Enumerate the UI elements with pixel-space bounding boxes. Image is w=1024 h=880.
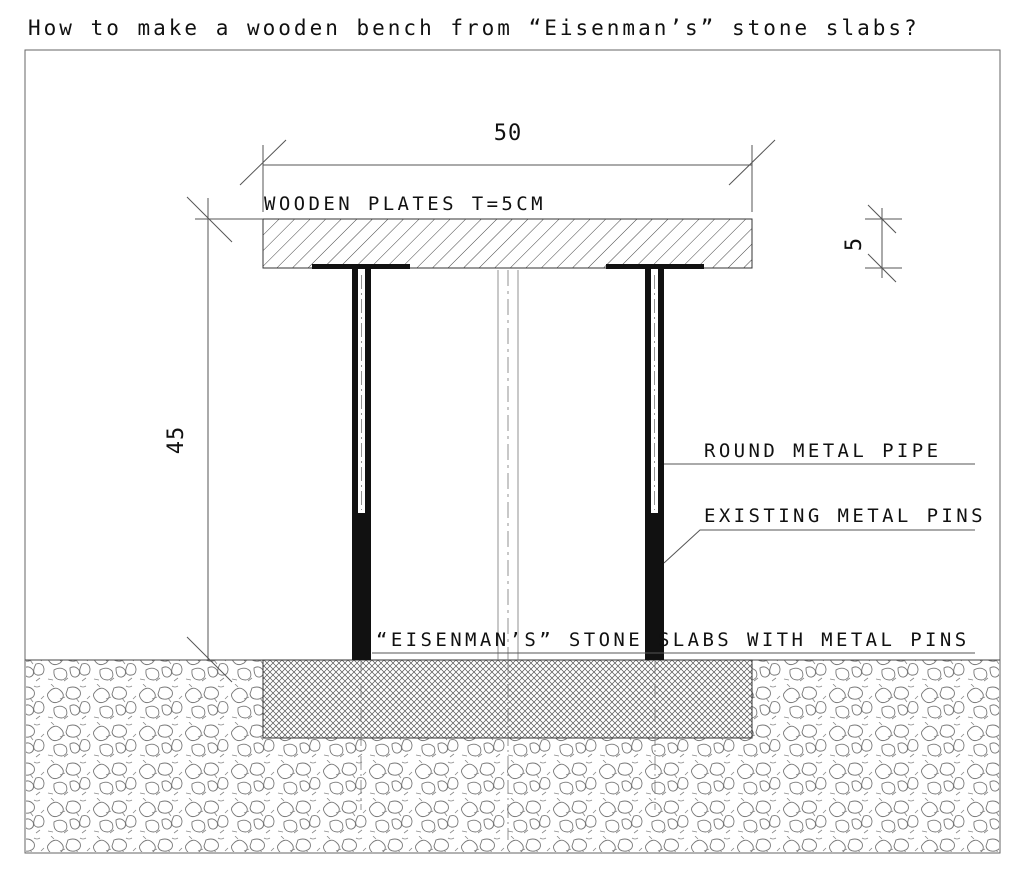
- drawing-frame: [24, 49, 1001, 854]
- right-plate-flange: [606, 264, 704, 269]
- center-lines: [360, 270, 656, 840]
- stone-slabs-label: “EISENMAN’S” STONE SLABS WITH METAL PINS: [376, 629, 970, 651]
- left-pipe-wall-outer: [352, 269, 358, 513]
- dimension-thickness: [865, 204, 902, 283]
- left-support: [312, 264, 410, 660]
- dimension-width: [239, 139, 776, 212]
- leader-lines: [372, 463, 975, 654]
- right-support: [606, 264, 704, 660]
- dimension-width-label: 50: [494, 121, 523, 146]
- left-metal-pin: [352, 513, 371, 660]
- left-plate-flange: [312, 264, 410, 269]
- dimension-thickness-label: 5: [842, 237, 867, 251]
- stone-slab: [262, 659, 753, 739]
- dimension-height-label: 45: [164, 426, 189, 455]
- right-pipe-wall-inner: [658, 269, 664, 513]
- right-metal-pin: [645, 513, 664, 660]
- drawing-title: How to make a wooden bench from “Eisenma…: [28, 16, 920, 40]
- wooden-plates-label: WOODEN PLATES T=5CM: [264, 193, 546, 215]
- round-metal-pipe-label: ROUND METAL PIPE: [704, 440, 941, 462]
- dimension-height: [186, 196, 263, 683]
- right-pipe-wall-outer: [645, 269, 651, 513]
- existing-metal-pins-label: EXISTING METAL PINS: [704, 505, 986, 527]
- wooden-plate: [262, 218, 753, 269]
- left-pipe-wall-inner: [365, 269, 371, 513]
